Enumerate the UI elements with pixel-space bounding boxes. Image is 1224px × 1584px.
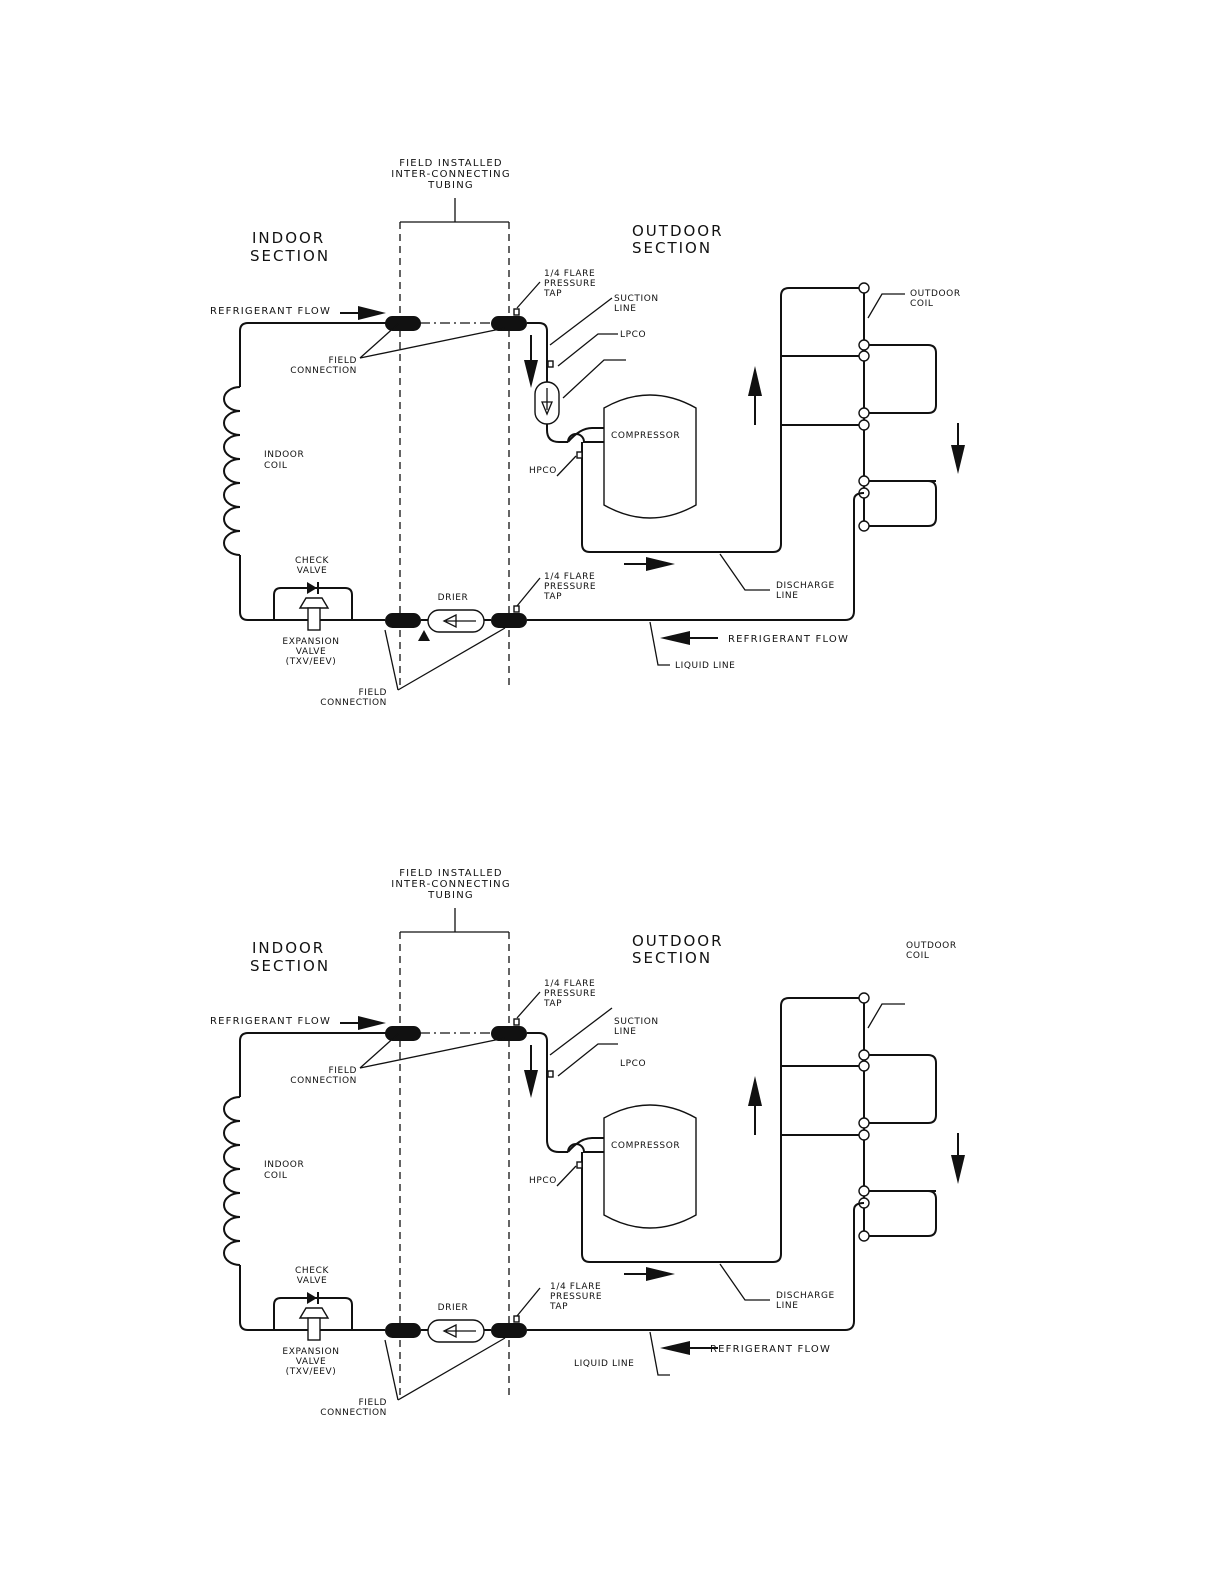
flare-tap-bottom-label-3: TAP: [543, 592, 562, 602]
field-installed-label-1: FIELD INSTALLED: [399, 868, 503, 879]
discharge-line-label-1: DISCHARGE: [776, 1291, 835, 1301]
drier-label: DRIER: [438, 593, 469, 603]
indoor-section-label-2: SECTION: [250, 957, 330, 975]
outdoor-coil-label-2: COIL: [910, 299, 933, 309]
indoor-section-label-1: INDOOR: [252, 939, 325, 957]
field-connection-top-label-1: FIELD: [329, 1066, 357, 1076]
suction-line-label-1: SUCTION: [614, 294, 659, 304]
outdoor-coil-label-1: OUTDOOR: [906, 941, 957, 951]
leader-accumulator: [562, 359, 626, 399]
drier-label: DRIER: [438, 1303, 469, 1313]
field-connection-bottom-label-2: CONNECTION: [320, 1408, 387, 1418]
expansion-valve-label-3: (TXV/EEV): [286, 657, 337, 667]
discharge-line-label-2: LINE: [776, 1301, 799, 1311]
liquid-line-label: LIQUID LINE: [675, 661, 735, 671]
compressor-label: COMPRESSOR: [611, 431, 680, 441]
drier-marker-icon: [418, 630, 430, 641]
flare-tap-top-label-1: 1/4 FLARE: [544, 979, 595, 989]
diagram-without-accumulator: FIELD INSTALLED INTER-CONNECTING TUBING …: [210, 868, 966, 1418]
expansion-valve-label-1: EXPANSION: [282, 1347, 339, 1357]
indoor-section-label-2: SECTION: [250, 247, 330, 265]
diagram-with-accumulator: FIELD INSTALLED INTER-CONNECTING TUBING …: [210, 158, 966, 708]
suction-line-label-2: LINE: [614, 304, 637, 314]
flare-tap-bottom-label-1: 1/4 FLARE: [550, 1282, 601, 1292]
liquid-line-label: LIQUID LINE: [574, 1359, 634, 1369]
discharge-line-label-1: DISCHARGE: [776, 581, 835, 591]
expansion-valve-label-3: (TXV/EEV): [286, 1367, 337, 1377]
field-connection-top-label-2: CONNECTION: [290, 1076, 357, 1086]
outdoor-coil-label-1: OUTDOOR: [910, 289, 961, 299]
flare-tap-bottom-label-2: PRESSURE: [550, 1292, 602, 1302]
field-connection-top-label-2: CONNECTION: [290, 366, 357, 376]
indoor-section-label-1: INDOOR: [252, 229, 325, 247]
lpco-label: LPCO: [620, 330, 646, 340]
lpco-label: LPCO: [620, 1059, 646, 1069]
field-installed-label-2: INTER-CONNECTING: [391, 169, 511, 180]
field-installed-label-1: FIELD INSTALLED: [399, 158, 503, 169]
discharge-line-label-2: LINE: [776, 591, 799, 601]
flare-tap-bottom-label-3: TAP: [549, 1302, 568, 1312]
check-valve-label-2: VALVE: [297, 1276, 328, 1286]
expansion-valve-label-1: EXPANSION: [282, 637, 339, 647]
hpco-label: HPCO: [529, 466, 557, 476]
expansion-valve-label-2: VALVE: [296, 647, 327, 657]
field-connection-top-label-1: FIELD: [329, 356, 357, 366]
flare-tap-top-label-1: 1/4 FLARE: [544, 269, 595, 279]
refrigerant-flow-bottom-label: REFRIGERANT FLOW: [728, 634, 849, 645]
refrigerant-flow-top-label: REFRIGERANT FLOW: [210, 1016, 331, 1027]
outdoor-section-label-2: SECTION: [632, 239, 712, 257]
field-installed-label-3: TUBING: [427, 180, 474, 191]
outdoor-coil-label-2: COIL: [906, 951, 929, 961]
field-installed-label-3: TUBING: [427, 890, 474, 901]
outdoor-section-label-2: SECTION: [632, 949, 712, 967]
indoor-coil-label-2: COIL: [264, 1171, 287, 1181]
suction-line-label-1: SUCTION: [614, 1017, 659, 1027]
accumulator-arrow-icon: [541, 388, 553, 416]
refrigerant-flow-bottom-label: REFRIGERANT FLOW: [710, 1344, 831, 1355]
flare-tap-top-label-3: TAP: [543, 289, 562, 299]
refrigerant-flow-top-label: REFRIGERANT FLOW: [210, 306, 331, 317]
field-connection-bottom-label-2: CONNECTION: [320, 698, 387, 708]
outdoor-section-label-1: OUTDOOR: [632, 222, 724, 240]
flare-tap-top-label-3: TAP: [543, 999, 562, 1009]
flare-tap-top-label-2: PRESSURE: [544, 989, 596, 999]
indoor-coil-label-2: COIL: [264, 461, 287, 471]
expansion-valve-label-2: VALVE: [296, 1357, 327, 1367]
check-valve-label-1: CHECK: [295, 556, 329, 566]
field-installed-label-2: INTER-CONNECTING: [391, 879, 511, 890]
compressor-label: COMPRESSOR: [611, 1141, 680, 1151]
indoor-coil-label-1: INDOOR: [264, 450, 304, 460]
indoor-coil-label-1: INDOOR: [264, 1160, 304, 1170]
suction-line-label-2: LINE: [614, 1027, 637, 1037]
check-valve-label-1: CHECK: [295, 1266, 329, 1276]
check-valve-label-2: VALVE: [297, 566, 328, 576]
outdoor-section-label-1: OUTDOOR: [632, 932, 724, 950]
field-connection-bottom-label-1: FIELD: [359, 688, 387, 698]
field-connection-bottom-label-1: FIELD: [359, 1398, 387, 1408]
hpco-label: HPCO: [529, 1176, 557, 1186]
flare-tap-bottom-label-2: PRESSURE: [544, 582, 596, 592]
flare-tap-bottom-label-1: 1/4 FLARE: [544, 572, 595, 582]
flare-tap-top-label-2: PRESSURE: [544, 279, 596, 289]
